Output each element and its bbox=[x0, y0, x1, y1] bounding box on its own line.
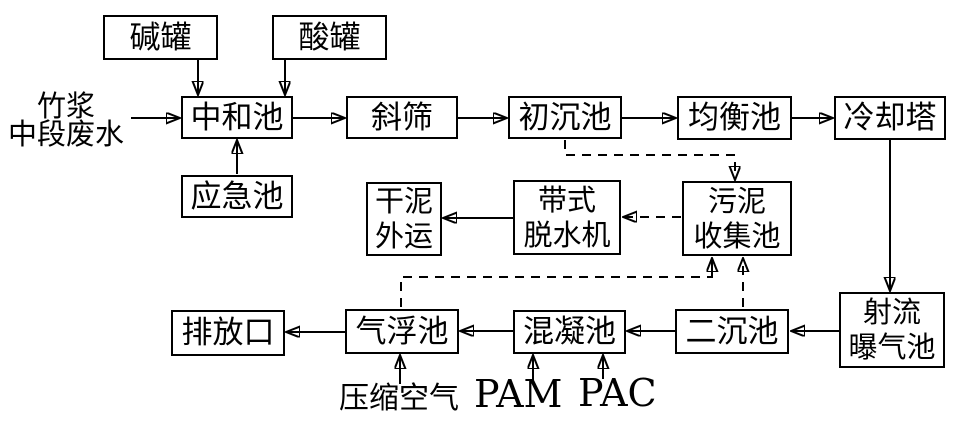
label-pam: PAM bbox=[474, 372, 563, 416]
node-acid-tank: 酸罐 bbox=[272, 15, 387, 60]
node-emergency-pool: 应急池 bbox=[181, 175, 293, 218]
node-label-line: 收集池 bbox=[693, 218, 781, 253]
node-label-line: 污泥 bbox=[707, 183, 766, 218]
node-sludge-collection-pool: 污泥 收集池 bbox=[682, 181, 792, 256]
node-secondary-sedimentation: 二沉池 bbox=[675, 309, 789, 354]
label-pac: PAC bbox=[578, 371, 657, 415]
node-alkali-tank: 碱罐 bbox=[103, 15, 218, 60]
edge-primary-to-sludge-collection bbox=[564, 140, 735, 179]
node-equalization-pool: 均衡池 bbox=[677, 96, 792, 140]
node-label-line: 射流 bbox=[862, 295, 921, 329]
node-belt-press: 带式 脱水机 bbox=[513, 180, 621, 255]
node-cooling-tower: 冷却塔 bbox=[834, 96, 946, 140]
node-coagulation-pool: 混凝池 bbox=[513, 310, 626, 354]
label-influent-line1: 竹浆 bbox=[36, 89, 95, 123]
node-primary-sedimentation: 初沉池 bbox=[508, 96, 622, 139]
node-label-line: 外运 bbox=[374, 219, 433, 253]
node-dry-sludge-transport: 干泥 外运 bbox=[366, 182, 442, 256]
node-label-line: 干泥 bbox=[374, 184, 433, 218]
edge-daf-to-sludge-collection bbox=[400, 276, 712, 307]
node-label-line: 曝气池 bbox=[848, 330, 936, 364]
node-air-flotation-pool: 气浮池 bbox=[345, 309, 459, 354]
node-discharge-outlet: 排放口 bbox=[171, 310, 285, 356]
label-influent: 竹浆 中段废水 bbox=[2, 89, 130, 151]
node-inclined-screen: 斜筛 bbox=[346, 96, 458, 139]
node-label-line: 带式 bbox=[537, 182, 596, 217]
label-influent-line2: 中段废水 bbox=[7, 117, 124, 151]
node-label-line: 脱水机 bbox=[523, 217, 611, 252]
label-compressed-air: 压缩空气 bbox=[339, 381, 459, 416]
node-neutralization-pool: 中和池 bbox=[181, 96, 293, 139]
node-jet-aeration-pool: 射流 曝气池 bbox=[839, 292, 945, 368]
